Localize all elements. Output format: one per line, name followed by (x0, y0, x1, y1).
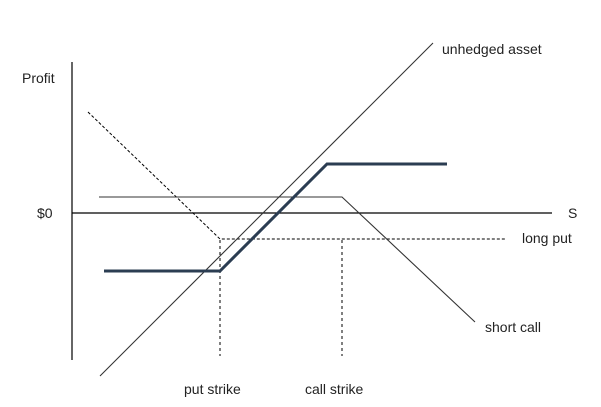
short-call-line (99, 196, 476, 323)
x-axis-label: S (568, 205, 577, 221)
long-put-line (87, 111, 505, 240)
collar-payoff-line (104, 162, 447, 273)
long-put-label: long put (522, 230, 572, 246)
call-strike-label: call strike (305, 381, 364, 397)
zero-label: $0 (37, 205, 53, 221)
y-axis-label: Profit (22, 70, 55, 86)
put-strike-label: put strike (184, 381, 241, 397)
unhedged-asset-label: unhedged asset (442, 41, 542, 57)
unhedged-asset-line (99, 42, 434, 377)
short-call-label: short call (485, 319, 541, 335)
